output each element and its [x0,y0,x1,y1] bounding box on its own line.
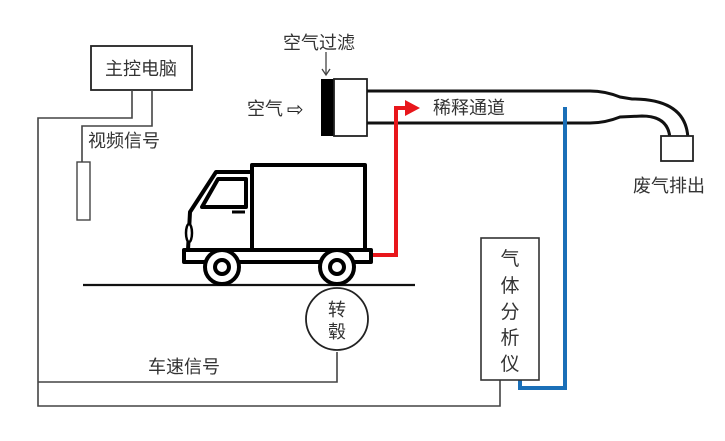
dyno-roller [305,287,369,351]
main-computer-box [90,45,193,91]
air-label: 空气 [247,99,283,120]
gas-analyzer-char-1: 气 [500,248,519,270]
truck-icon [182,163,373,286]
dilution-tunnel-label: 稀释通道 [433,98,505,119]
tunnel-lower-wall [367,114,672,142]
gas-analyzer-box [480,237,540,381]
camera-icon [76,161,91,221]
analyzer-signal-wire [37,90,501,407]
exhaust-sample-line [372,106,410,257]
speed-signal-wire [38,352,338,383]
gas-sample-line [518,107,567,390]
tunnel-upper-wall [367,89,690,142]
video-signal-label: 视频信号 [88,131,160,152]
gas-analyzer-char-3: 分 [500,301,519,323]
exhaust-outlet-box [660,135,694,162]
filter-housing [333,78,368,137]
air-inlet-arrow-icon: ⇨ [287,97,304,121]
gas-analyzer-char-2: 体 [500,275,519,297]
main-computer-label: 主控电脑 [105,59,177,80]
gas-analyzer-char-5: 仪 [500,353,519,375]
air-filter-pointer-head [321,68,331,77]
gas-analyzer-char-4: 析 [500,327,519,349]
dyno-label-char-2: 毂 [328,322,346,343]
exhaust-out-label: 废气排出 [633,176,705,197]
air-filter-label: 空气过滤 [283,33,355,54]
exhaust-arrow-icon [405,100,420,116]
dyno-label-char-1: 转 [328,300,346,321]
video-signal-wire [81,90,153,162]
speed-signal-label: 车速信号 [148,357,220,378]
filter-element-icon [321,79,334,136]
